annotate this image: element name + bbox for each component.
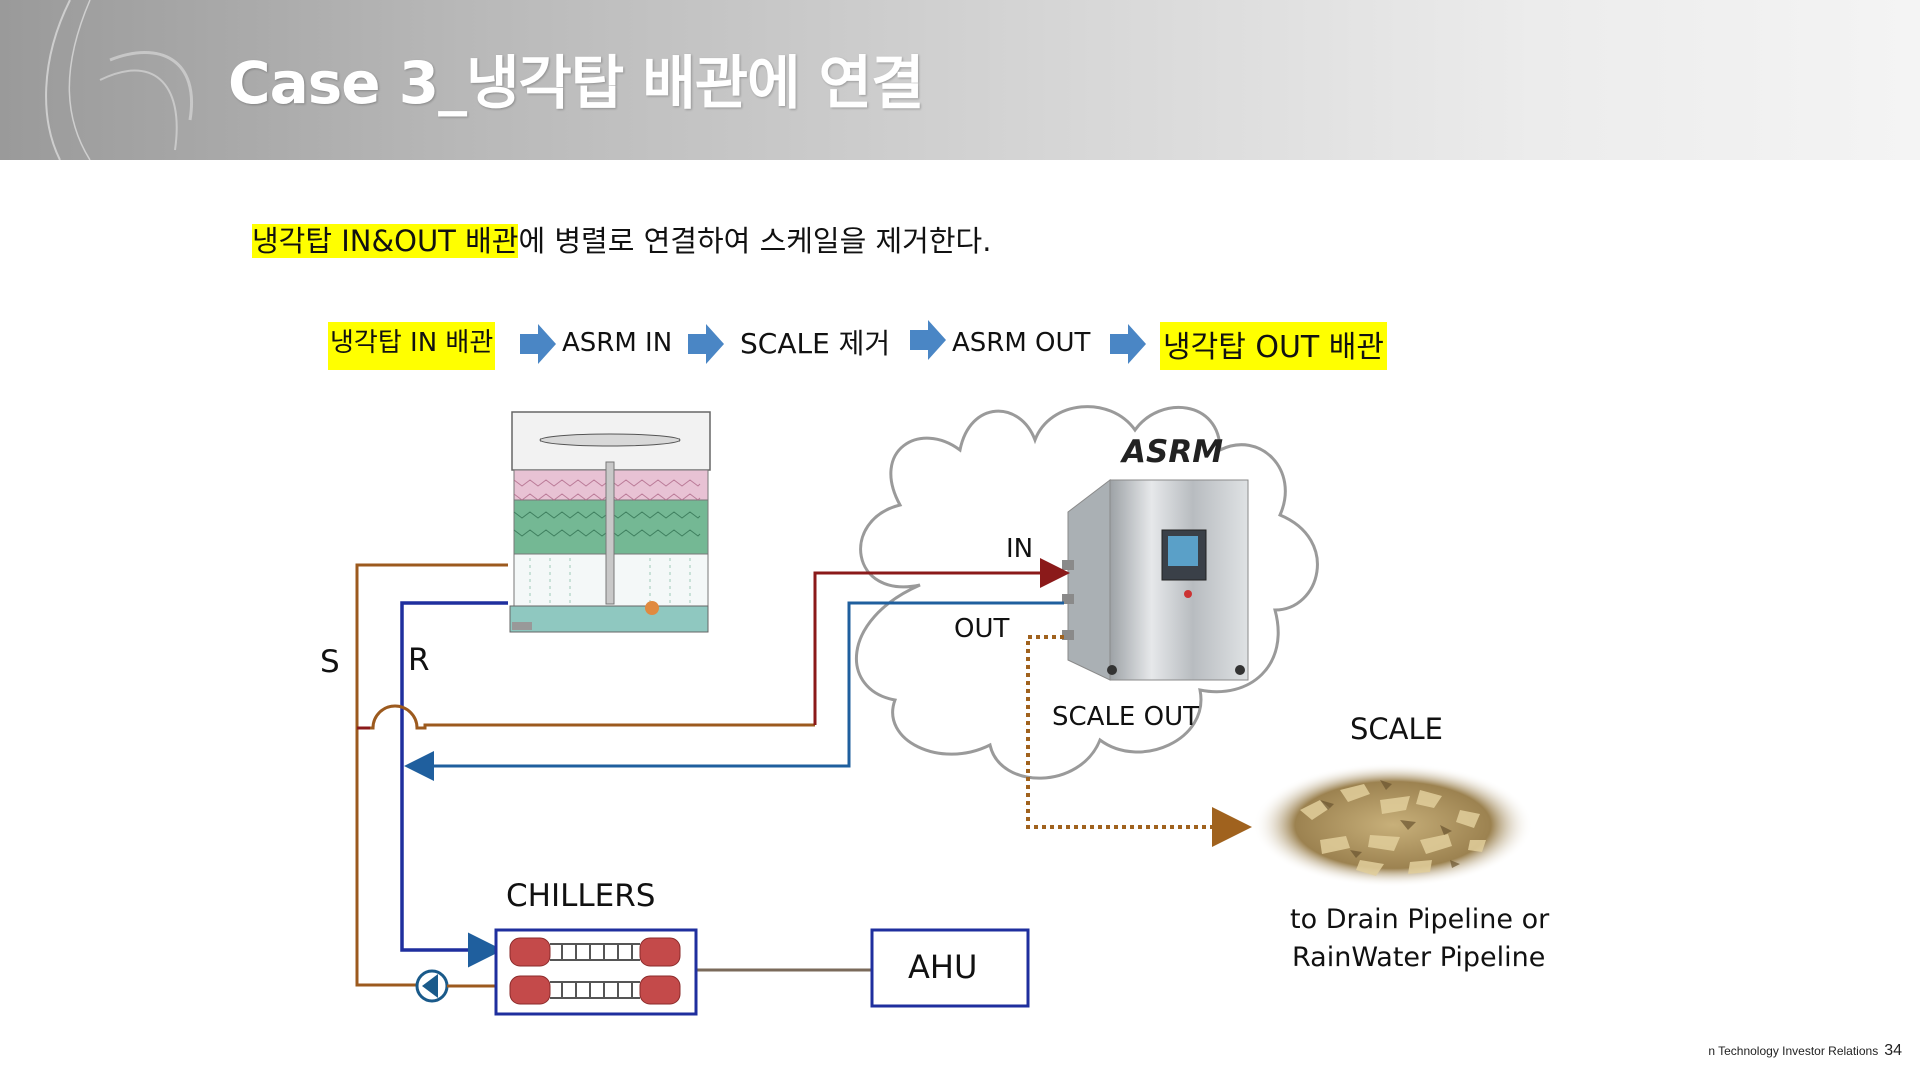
scale-out-dotted-line [1026,635,1252,847]
scale-out-label: SCALE OUT [1052,702,1199,732]
supply-s-label: S [320,644,340,680]
in-label: IN [1006,534,1034,564]
flow-arrow-icon [1110,324,1146,364]
supply-pipe [355,563,508,987]
flow-step-cooling-in: 냉각탑 IN 배관 [328,322,496,370]
intro-rest: 에 병렬로 연결하여 스케일을 제거한다. [518,224,992,258]
intro-highlight: 냉각탑 IN&OUT 배관 [252,224,519,258]
pump-icon [415,969,449,1003]
footer-text: n Technology Investor Relations [1708,1044,1879,1058]
ahu-box [870,928,1030,1008]
asrm-in-pipe [813,558,1070,725]
scale-label: SCALE [1350,712,1443,746]
cooling-tower [509,411,711,633]
asrm-label: ASRM [1122,434,1224,470]
return-r-label: R [408,642,430,678]
header-banner: Case 3_냉각탑 배관에 연결 [0,0,1920,160]
flow-step-asrm-out: ASRM OUT [952,328,1091,358]
scale-image [1253,763,1533,887]
page-number: 34 [1884,1042,1902,1059]
footer: n Technology Investor Relations 34 [1708,1042,1902,1060]
flow-arrow-icon [520,324,556,364]
asrm-machine [1062,478,1249,681]
header-swoosh-graphic [45,0,193,160]
page-title: Case 3_냉각탑 배관에 연결 [228,49,924,117]
out-label: OUT [954,614,1010,644]
flow-step-cooling-out: 냉각탑 OUT 배관 [1160,322,1387,370]
flow-arrow-icon [910,320,946,360]
asrm-out-pipe [404,601,1064,781]
asrm-in-branch-pipe [357,704,815,730]
drain-label-line2: RainWater Pipeline [1292,942,1546,973]
flow-arrow-icon [688,324,724,364]
drain-label-line1: to Drain Pipeline or [1290,904,1550,935]
intro-sentence: 냉각탑 IN&OUT 배관에 병렬로 연결하여 스케일을 제거한다. [252,218,991,260]
flow-step-asrm-in: ASRM IN [562,328,673,358]
return-pipe [400,601,508,968]
chillers-unit [494,928,698,1016]
ahu-label: AHU [908,948,978,986]
chillers-label: CHILLERS [506,878,656,914]
flow-step-scale-remove: SCALE 제거 [740,327,891,360]
